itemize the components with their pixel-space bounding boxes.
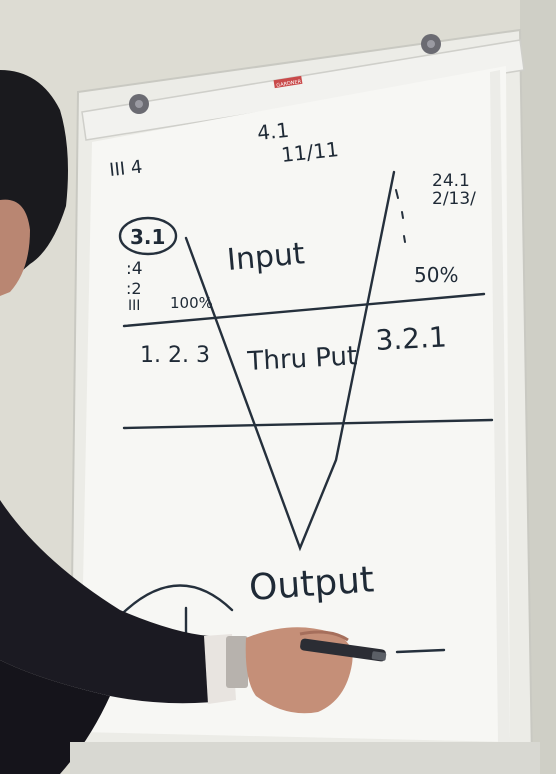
knob-left xyxy=(129,94,149,114)
top-right-line-2: 2/13/ xyxy=(432,189,476,209)
paper-right-edge xyxy=(490,70,510,742)
easel-bottom xyxy=(70,742,540,774)
throughput-divider-line xyxy=(122,418,494,430)
output-dash xyxy=(395,648,446,654)
left-note-5: 100% xyxy=(170,294,213,312)
brand-label xyxy=(273,75,303,89)
dots-right xyxy=(395,189,406,243)
funnel-v-lines xyxy=(184,170,396,552)
circle-3-1 xyxy=(118,216,178,256)
output-label: Output xyxy=(248,559,376,609)
person-head xyxy=(0,70,68,296)
left-note-3: :2 xyxy=(126,279,142,298)
funnel-diagram xyxy=(118,170,494,654)
paper-clip-bar xyxy=(81,39,525,141)
input-percent: 50% xyxy=(414,263,458,287)
top-center-line-2: 11/11 xyxy=(280,137,340,167)
left-note-2: :4 xyxy=(126,259,143,279)
left-note-4: III xyxy=(128,298,140,314)
left-note-1: 3.1 xyxy=(130,225,165,249)
input-label: Input xyxy=(226,236,307,278)
input-divider-line xyxy=(122,292,486,328)
throughput-numbers-left: 1. 2. 3 xyxy=(140,343,210,368)
knob-right xyxy=(421,34,441,54)
whiteboard-paper xyxy=(80,66,510,742)
top-center-line-1: 4.1 xyxy=(256,118,290,145)
output-circle-arc xyxy=(122,584,234,614)
top-right-line-1: 24.1 xyxy=(432,171,470,191)
throughput-numbers-right: 3.2.1 xyxy=(375,320,448,357)
brand-text: GARDNER xyxy=(276,79,302,89)
throughput-label: Thru Put xyxy=(246,341,358,377)
marker xyxy=(300,638,387,662)
top-left-note: III 4 xyxy=(108,157,143,181)
